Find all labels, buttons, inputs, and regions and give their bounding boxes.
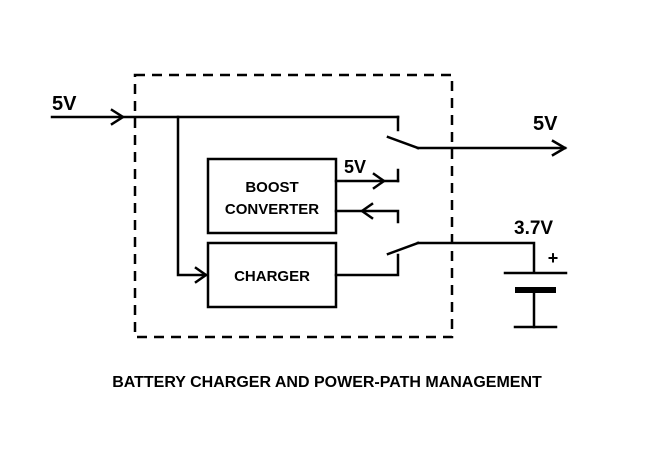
battery-negative-plate: [515, 287, 556, 293]
charger-feed-wire: [176, 115, 208, 277]
battery-voltage-label: 3.7V: [514, 218, 553, 239]
input-arrowhead: [110, 108, 126, 126]
battery-wire: [416, 241, 536, 274]
diagram-title: BATTERY CHARGER AND POWER-PATH MANAGEMEN…: [112, 374, 542, 391]
charger-output-wire: [334, 253, 400, 277]
boost-input-wire: [334, 209, 400, 224]
boost-output-voltage-label: 5V: [344, 157, 366, 177]
module-boundary: [133, 73, 454, 339]
battery-polarity-label: +: [548, 248, 559, 268]
boost-converter-block: [206, 157, 338, 235]
charger-block: [206, 241, 338, 309]
switch1-blade: [386, 135, 420, 150]
battery-icon: [503, 271, 568, 329]
boost-label-line1: BOOST: [245, 179, 298, 196]
switch2-blade: [386, 241, 420, 256]
charger-label: CHARGER: [234, 268, 310, 285]
output-voltage-label: 5V: [533, 113, 558, 135]
boost-output-arrowhead: [372, 172, 387, 190]
charger-feed-arrowhead: [194, 266, 209, 284]
boost-input-arrowhead: [359, 202, 374, 220]
output-arrowhead: [551, 139, 568, 157]
input-voltage-label: 5V: [52, 93, 77, 115]
boost-label-line2: CONVERTER: [225, 201, 319, 218]
